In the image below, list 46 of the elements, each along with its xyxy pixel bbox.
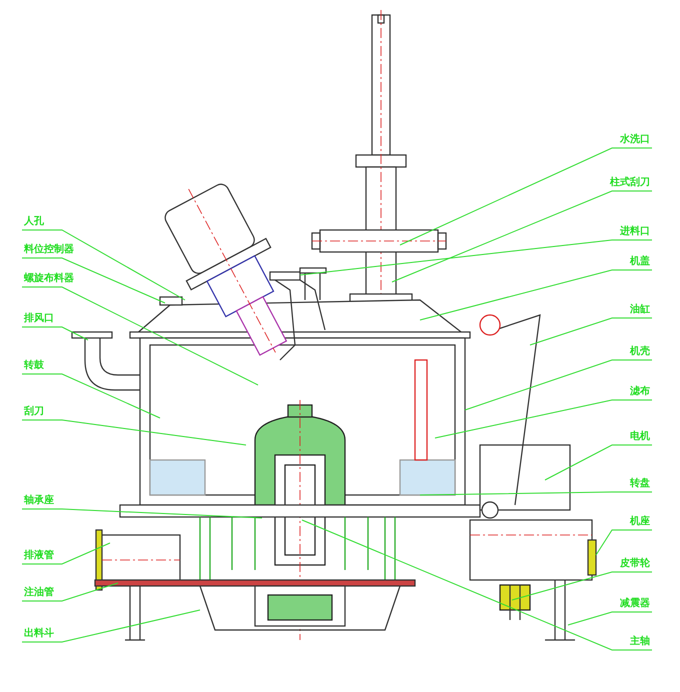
part-label: 进料口 xyxy=(620,226,650,238)
part-label: 转鼓 xyxy=(24,360,44,372)
leader-line xyxy=(22,610,200,642)
leader-line xyxy=(22,374,160,418)
part-label: 机壳 xyxy=(630,346,650,358)
part-label: 排风口 xyxy=(24,313,54,325)
part-label: 料位控制器 xyxy=(24,244,74,256)
part-label: 油缸 xyxy=(630,304,650,316)
part-label: 出料斗 xyxy=(24,628,54,640)
part-label: 排液管 xyxy=(24,550,54,562)
part-label: 主轴 xyxy=(630,636,650,648)
leader-line xyxy=(420,270,652,320)
leader-line xyxy=(596,530,652,556)
leader-line xyxy=(22,542,110,564)
leader-line xyxy=(420,492,652,496)
part-label: 刮刀 xyxy=(24,406,44,418)
leader-line xyxy=(464,360,652,410)
leader-line xyxy=(22,326,88,340)
part-label: 人孔 xyxy=(24,216,44,228)
part-label: 减震器 xyxy=(620,598,650,610)
leader-line xyxy=(22,420,246,446)
part-label: 机座 xyxy=(630,516,650,528)
part-label: 滤布 xyxy=(630,386,650,398)
part-label: 转盘 xyxy=(630,478,650,490)
leader-line xyxy=(544,444,652,480)
part-label: 水洗口 xyxy=(620,134,650,146)
leader-line xyxy=(22,508,262,518)
part-label: 轴承座 xyxy=(24,495,54,507)
leader-line xyxy=(22,582,118,602)
part-label: 皮带轮 xyxy=(620,558,650,570)
leader-line xyxy=(22,258,166,304)
leader-line xyxy=(400,148,652,246)
leader-line xyxy=(392,190,652,282)
leader-line xyxy=(512,572,652,600)
leader-line xyxy=(568,612,652,626)
leader-line xyxy=(530,318,652,346)
leader-line xyxy=(22,286,258,386)
part-label: 柱式刮刀 xyxy=(610,177,650,189)
leader-line xyxy=(434,400,652,438)
leader-line xyxy=(302,520,652,650)
part-label: 螺旋布料器 xyxy=(24,273,74,285)
leader-line xyxy=(22,230,186,300)
part-label: 注油管 xyxy=(24,587,54,599)
part-label: 电机 xyxy=(630,431,650,443)
part-label: 机盖 xyxy=(630,256,650,268)
leader-line xyxy=(300,240,652,276)
